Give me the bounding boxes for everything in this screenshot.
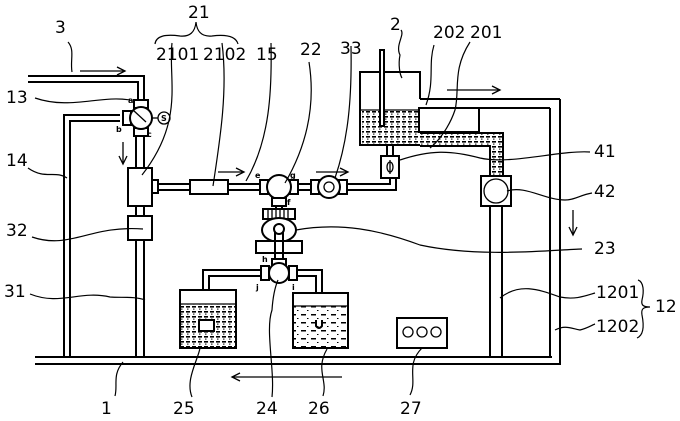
label-13: 13: [6, 88, 28, 108]
pipe-12: [502, 99, 561, 365]
label-1202: 1202: [596, 317, 639, 337]
flow-meter-33: [298, 167, 397, 199]
pipe-14: [63, 114, 120, 357]
pipe-15: [158, 167, 262, 195]
base-frame: [35, 356, 552, 365]
label-32: 32: [6, 221, 28, 241]
label-27: 27: [400, 399, 422, 419]
component-2102: [189, 179, 229, 195]
pump-23: [255, 206, 303, 262]
reference-numbers: 3 13 14 32 31 1 21 2101 2102 15 22 33 2 …: [4, 3, 677, 419]
port-j-label: j: [255, 283, 259, 292]
pump-42: [480, 175, 512, 357]
label-201: 201: [470, 23, 502, 43]
flow-arrow-left-icon: [230, 372, 342, 382]
control-box-27: [396, 317, 448, 349]
flow-arrow-right-icon: [235, 167, 246, 177]
tank-2-probe: [379, 49, 385, 127]
valve-22: e g f: [255, 171, 299, 207]
block-2101-port: [151, 179, 159, 194]
port-e-label: e: [255, 171, 261, 180]
label-25: 25: [173, 399, 195, 419]
port-c-label: c: [147, 130, 152, 139]
label-24: 24: [256, 399, 278, 419]
label-15: 15: [256, 45, 278, 65]
flow-arrow-right-icon: [339, 167, 350, 177]
label-12: 12: [655, 297, 677, 317]
port-f-label: f: [287, 198, 291, 207]
label-1201: 1201: [596, 283, 639, 303]
port-g-label: g: [290, 171, 296, 180]
label-2101: 2101: [156, 45, 199, 65]
flow-arrow-right-icon: [116, 66, 127, 76]
label-33: 33: [340, 39, 362, 59]
label-2102: 2102: [203, 45, 246, 65]
brace-12: [636, 279, 651, 339]
valve-13: S a b c: [116, 96, 171, 139]
label-42: 42: [594, 182, 616, 202]
port-h-label: h: [262, 255, 268, 264]
brace-21: [154, 21, 239, 45]
inlet-pipe-3: [28, 66, 145, 100]
sensor-label: S: [161, 114, 167, 123]
label-26: 26: [308, 399, 330, 419]
block-2101: [127, 167, 153, 207]
flow-arrow-down-icon: [118, 142, 128, 166]
tank-2: [359, 49, 560, 178]
flow-arrow-down-icon: [568, 210, 578, 237]
label-41: 41: [594, 142, 616, 162]
leader-lines: [27, 29, 596, 398]
label-2: 2: [390, 15, 401, 35]
port-b-label: b: [116, 125, 122, 134]
label-23: 23: [594, 239, 616, 259]
tank-26: [292, 292, 349, 349]
port-a-label: a: [128, 96, 133, 105]
label-3: 3: [55, 18, 66, 38]
flow-arrow-right-icon: [491, 85, 502, 95]
label-14: 14: [6, 151, 28, 171]
label-22: 22: [300, 40, 322, 60]
port-i-label: i: [292, 283, 295, 292]
label-202: 202: [433, 23, 465, 43]
valve-41: [380, 145, 400, 179]
tank-25: [179, 289, 237, 349]
label-31: 31: [4, 282, 26, 302]
label-21: 21: [188, 3, 210, 23]
label-1: 1: [101, 399, 112, 419]
